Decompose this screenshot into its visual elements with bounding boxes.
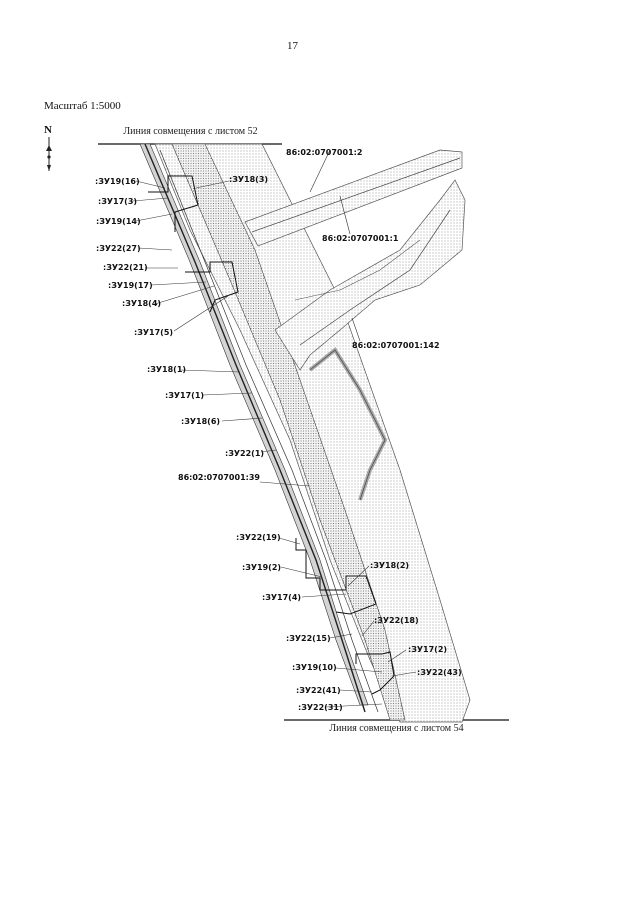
leader-lines (132, 149, 417, 708)
label-zu18-3: :ЗУ18(3) (229, 175, 268, 184)
parcel-outline-zu18-3 (148, 175, 199, 232)
label-zu22-41: :ЗУ22(41) (296, 686, 341, 695)
label-zu22-1: :ЗУ22(1) (225, 449, 264, 458)
label-zu17-4: :ЗУ17(4) (262, 593, 301, 602)
label-zu22-18: :ЗУ22(18) (374, 616, 419, 625)
label-zu17-1: :ЗУ17(1) (165, 391, 204, 400)
label-zu17-2: :ЗУ17(2) (408, 645, 447, 654)
label-zu22-27: :ЗУ22(27) (96, 244, 141, 253)
label-zu19-10: :ЗУ19(10) (292, 663, 337, 672)
parcel-outline-zu18-2 (295, 538, 377, 615)
label-zu19-2: :ЗУ19(2) (242, 563, 281, 572)
label-zu17-5: :ЗУ17(5) (134, 328, 173, 337)
parcel-label-86-02-0707001-2: 86:02:0707001:2 (286, 148, 362, 157)
label-zu18-2: :ЗУ18(2) (370, 561, 409, 570)
branch-road-upper (244, 149, 463, 247)
label-zu18-4: :ЗУ18(4) (122, 299, 161, 308)
label-zu22-21: :ЗУ22(21) (103, 263, 148, 272)
label-zu22-31: :ЗУ22(31) (298, 703, 343, 712)
label-zu18-1: :ЗУ18(1) (147, 365, 186, 374)
scale-label: Масштаб 1:5000 (44, 100, 121, 112)
label-zu22-19: :ЗУ22(19) (236, 533, 281, 542)
parcel-label-86-02-0707001-1: 86:02:0707001:1 (322, 234, 399, 243)
parcel-label-86-02-0707001-142: 86:02:0707001:142 (352, 341, 440, 350)
label-zu19-14: :ЗУ19(14) (96, 217, 141, 226)
match-line-bottom-label: Линия совмещения с листом 54 (329, 723, 464, 734)
parcel-outline-zu18-4 (185, 261, 239, 313)
north-letter: N (44, 124, 52, 136)
label-zu22-43: :ЗУ22(43) (417, 668, 462, 677)
north-arrow-icon (46, 137, 52, 171)
label-zu22-15: :ЗУ22(15) (286, 634, 331, 643)
page-number: 17 (287, 40, 298, 52)
boundary-line (144, 143, 366, 713)
label-zu17-3: :ЗУ17(3) (98, 197, 137, 206)
label-zu19-17: :ЗУ19(17) (108, 281, 153, 290)
label-zu19-16: :ЗУ19(16) (95, 177, 140, 186)
parcel-outline-zu17-2 (355, 651, 395, 695)
label-zu18-6: :ЗУ18(6) (181, 417, 220, 426)
parcel-label-86-02-0707001-39: 86:02:0707001:39 (178, 473, 260, 482)
match-line-top-label: Линия совмещения с листом 52 (123, 126, 258, 137)
